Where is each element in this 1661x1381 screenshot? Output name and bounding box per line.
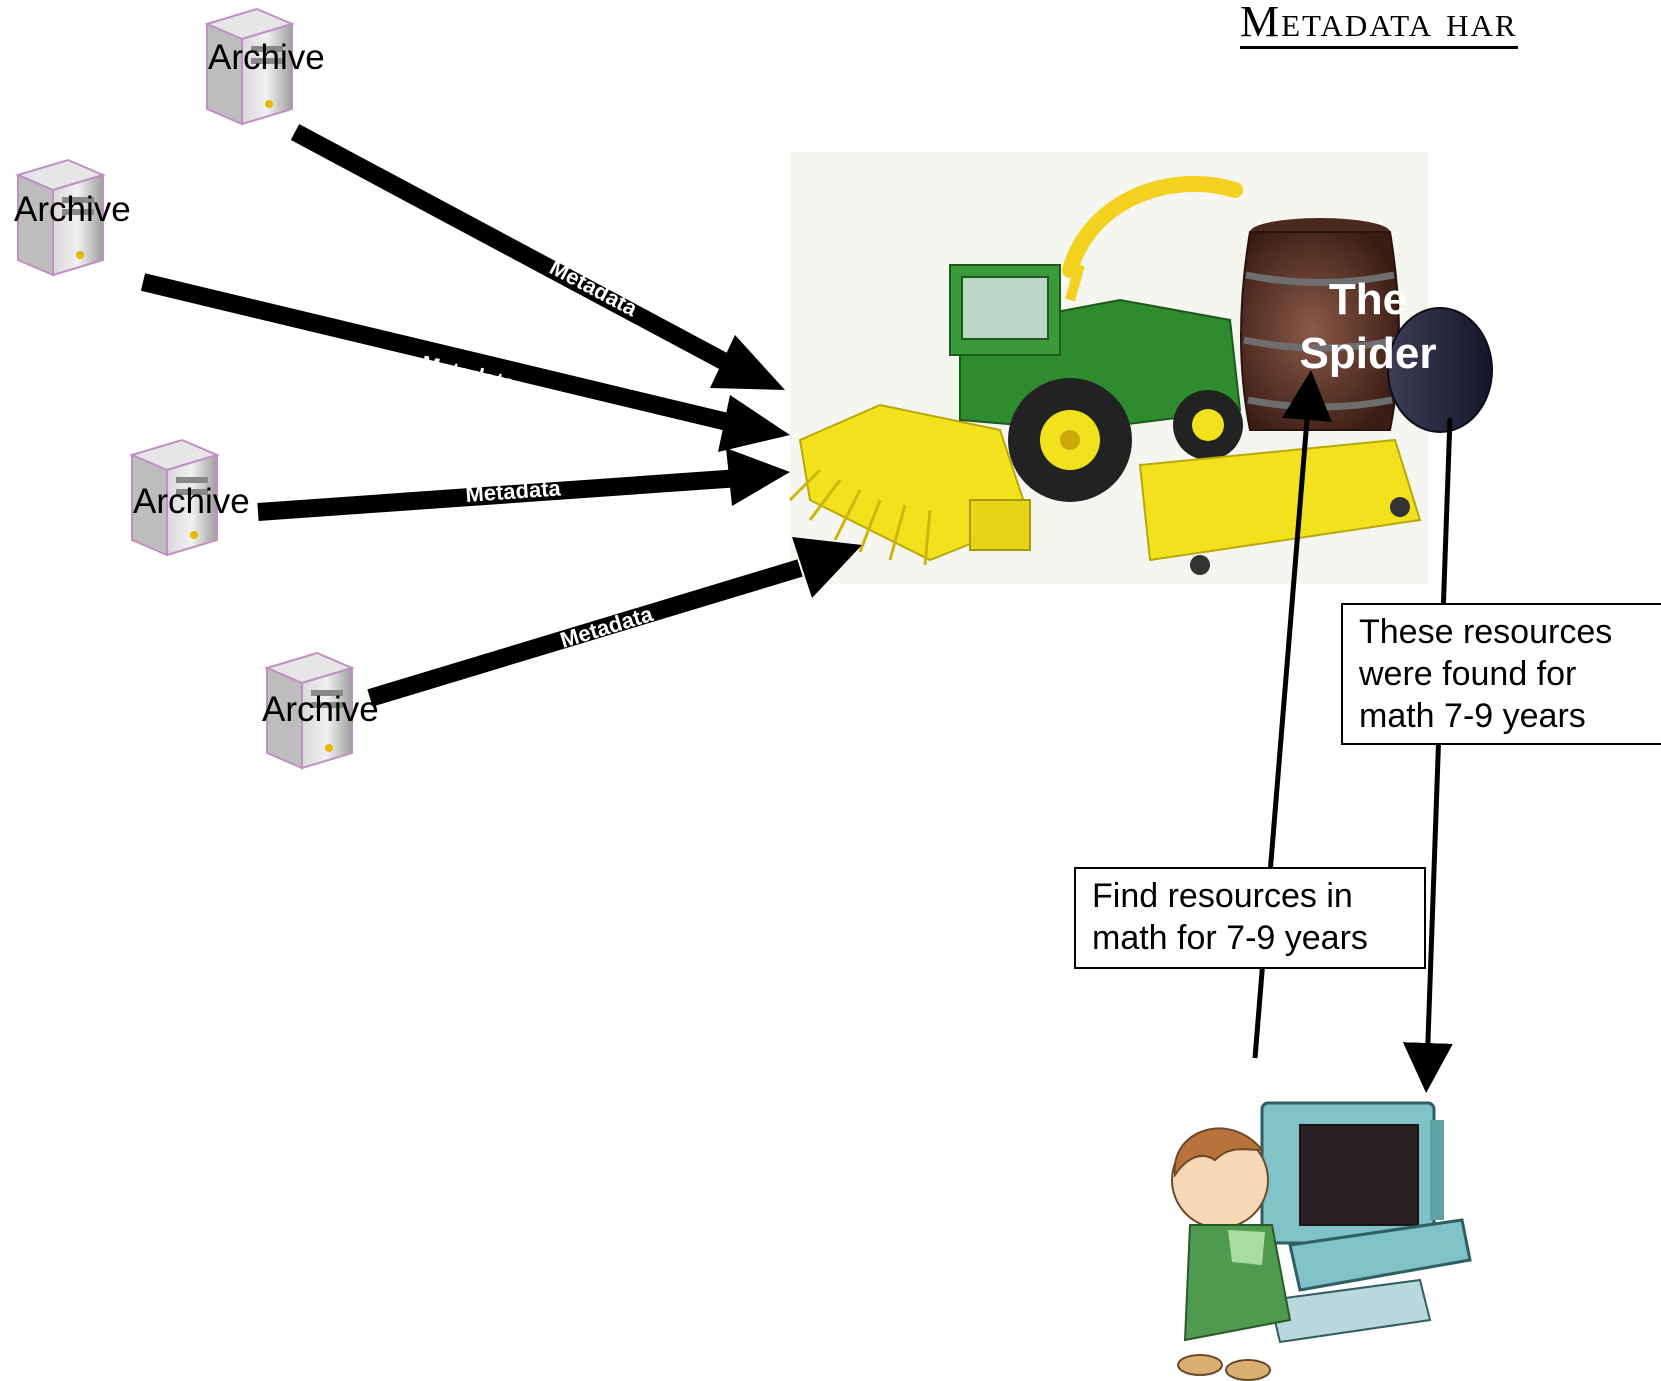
harvester-header [788, 403, 1032, 566]
archive-server-1 [197, 4, 297, 129]
archive-server-3 [122, 435, 222, 560]
spider-label-line1: The [1329, 275, 1407, 324]
harvester-wheels [1008, 378, 1243, 502]
archive-label-3: Archive [133, 482, 250, 521]
archive-label-2: Archive [14, 190, 131, 229]
metadata-arrow-1: Metadata [290, 124, 785, 390]
slide-title: Metadata har [1240, 0, 1518, 49]
server-icon [264, 651, 355, 770]
metadata-arrows: Metadata Metadata Metadata Metadata [140, 124, 862, 707]
metadata-arrow-2: Metadata [140, 273, 790, 452]
result-callout: These resources were found for math 7-9 … [1341, 603, 1661, 745]
keyboard-icon [1268, 1278, 1432, 1344]
metadata-label-3: Metadata [465, 475, 563, 507]
spider-barrel: The Spider [1240, 218, 1493, 433]
metadata-label-4: Metadata [557, 601, 656, 653]
query-callout: Find resources in math for 7-9 years [1074, 867, 1426, 969]
archive-server-2 [8, 155, 108, 280]
child-at-computer [1171, 1101, 1472, 1381]
server-icon [204, 7, 295, 126]
trailing-attachment [1138, 438, 1422, 575]
metadata-arrow-4: Metadata [367, 537, 862, 707]
barrel-lid [1387, 307, 1493, 433]
archive-server-4 [257, 648, 357, 773]
spider-label-line2: Spider [1300, 329, 1437, 378]
archive-label-4: Archive [262, 690, 379, 729]
server-icon [15, 158, 106, 277]
server-icon [129, 438, 220, 557]
archive-label-1: Archive [208, 38, 325, 77]
metadata-label-1: Metadata [546, 254, 643, 321]
metadata-arrow-3: Metadata [257, 448, 790, 521]
